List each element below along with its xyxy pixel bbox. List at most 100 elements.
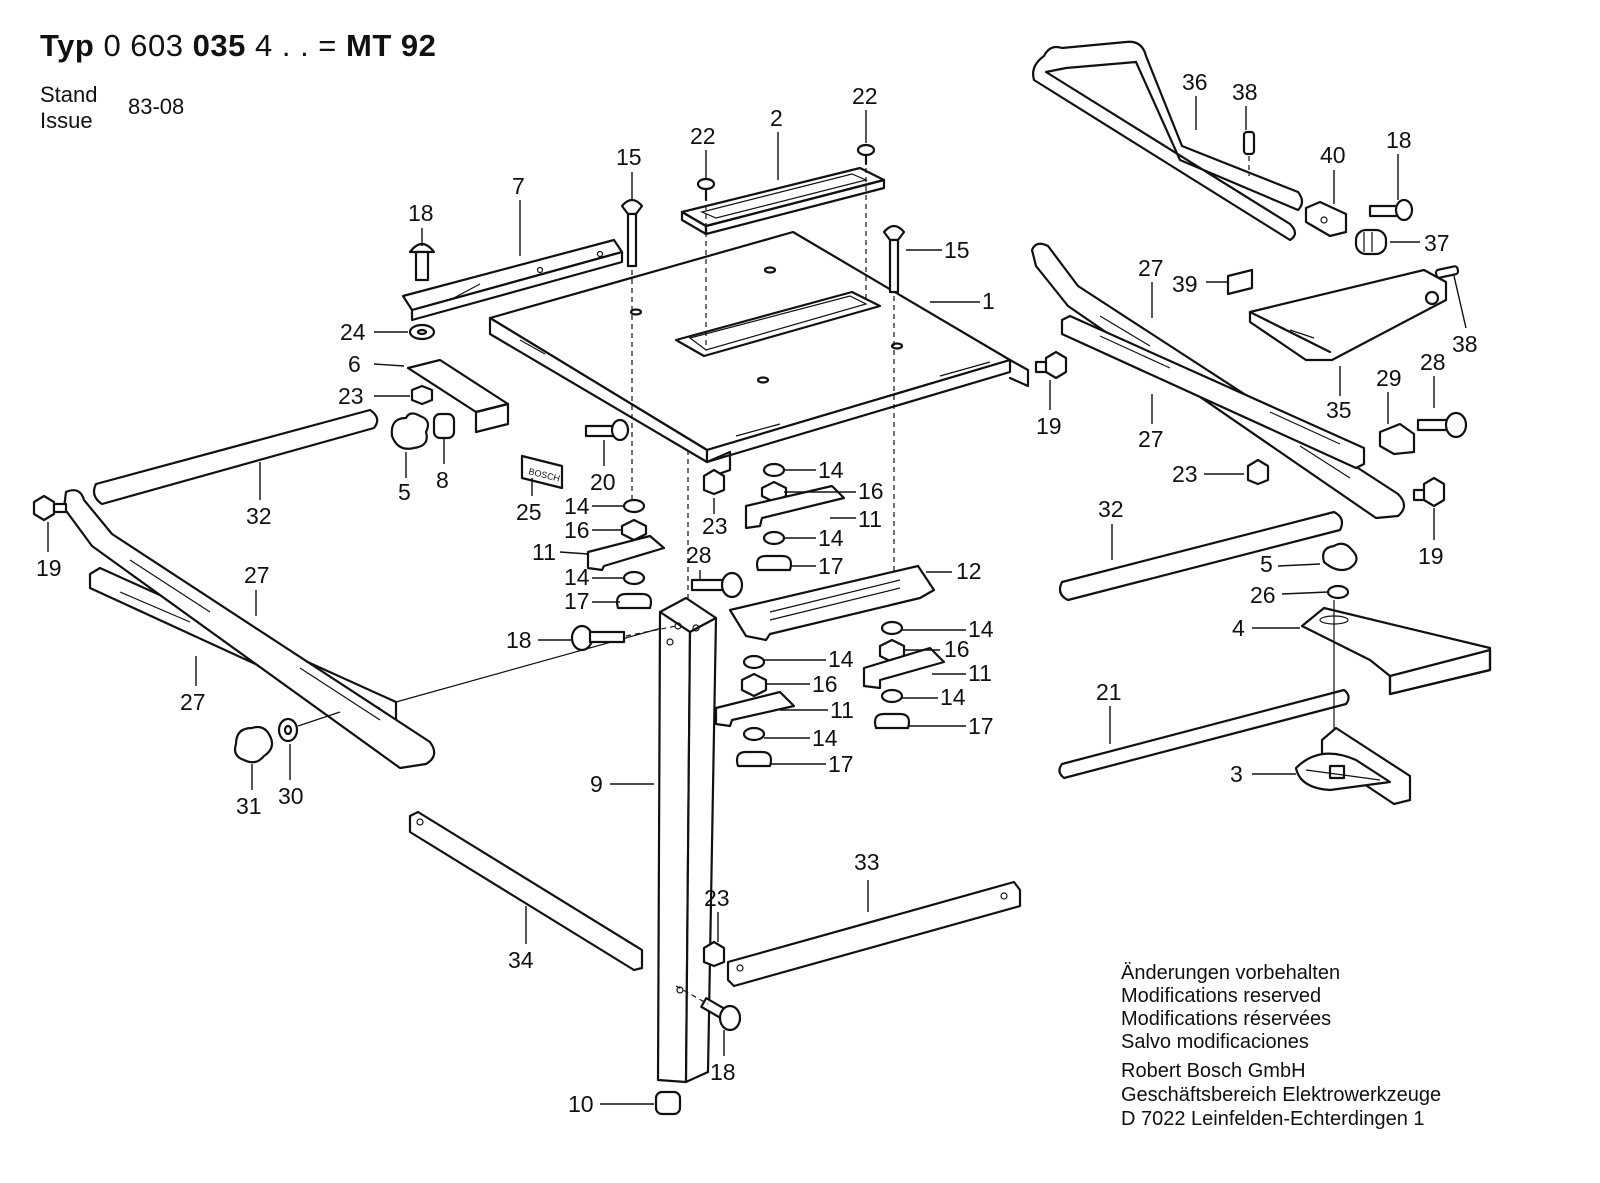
callout-16-d: 16 bbox=[812, 671, 838, 697]
bolt-18-center bbox=[570, 624, 626, 652]
washer-14-c2 bbox=[762, 530, 786, 546]
callout-15-a: 15 bbox=[616, 144, 642, 170]
type-header: Typ 0 603 035 4 . . = MT 92 bbox=[40, 28, 436, 64]
callout-21: 21 bbox=[1096, 679, 1122, 705]
callout-19-b: 19 bbox=[1036, 413, 1062, 439]
callout-6: 6 bbox=[348, 351, 361, 377]
callout-labels: 1 2 3 4 5 5 6 7 8 9 10 11 11 11 11 12 14… bbox=[36, 69, 1478, 1117]
protractor-3 bbox=[1294, 726, 1412, 806]
callout-16-b: 16 bbox=[564, 517, 590, 543]
note-fr: Modifications réservées bbox=[1121, 1008, 1332, 1030]
pin-38-top bbox=[1242, 130, 1256, 156]
typ-number-a: 0 603 bbox=[103, 28, 184, 63]
clamp-11-l1 bbox=[586, 534, 666, 572]
nut-23-left bbox=[410, 384, 434, 406]
callout-18-d: 18 bbox=[710, 1059, 736, 1085]
callout-32-b: 32 bbox=[1098, 496, 1124, 522]
callout-23-d: 23 bbox=[704, 885, 730, 911]
washer-14-c1 bbox=[762, 462, 786, 478]
tube-32-right bbox=[1058, 510, 1344, 602]
brace-34 bbox=[408, 810, 644, 972]
bolt-20 bbox=[584, 418, 630, 442]
knob-31 bbox=[233, 725, 274, 764]
callout-24: 24 bbox=[340, 319, 366, 345]
rail-27-right-front bbox=[1060, 314, 1366, 470]
screw-19-right bbox=[1412, 476, 1446, 508]
table-top bbox=[488, 230, 1030, 480]
callout-11-c: 11 bbox=[968, 660, 992, 686]
note-de: Änderungen vorbehalten bbox=[1121, 962, 1341, 984]
callout-16-c: 16 bbox=[944, 636, 970, 662]
washer-26 bbox=[1326, 584, 1350, 600]
screw-18-fence bbox=[1368, 198, 1414, 222]
washer-14-r1 bbox=[880, 620, 904, 636]
model-name: MT 92 bbox=[346, 28, 437, 63]
callout-26: 26 bbox=[1250, 582, 1276, 608]
callout-36: 36 bbox=[1182, 69, 1208, 95]
callout-27-d: 27 bbox=[180, 689, 206, 715]
callout-25: 25 bbox=[516, 499, 542, 525]
callout-8: 8 bbox=[436, 467, 449, 493]
modification-notes: Änderungen vorbehalten Modifications res… bbox=[1121, 962, 1340, 1054]
rod-21 bbox=[1058, 688, 1350, 780]
callout-14-h: 14 bbox=[812, 725, 838, 751]
decal-25: BOSCH bbox=[520, 454, 564, 490]
clip-29 bbox=[1378, 422, 1416, 456]
callout-31: 31 bbox=[236, 793, 262, 819]
typ-suffix: 4 . . = bbox=[255, 28, 337, 63]
leader-lines bbox=[47, 96, 1467, 1105]
nut-16-l1 bbox=[620, 518, 648, 542]
callout-3: 3 bbox=[1230, 761, 1243, 787]
callout-40: 40 bbox=[1320, 142, 1346, 168]
screw-19-right-top bbox=[1034, 350, 1068, 380]
screw-19-left bbox=[32, 494, 68, 522]
callout-16-a: 16 bbox=[858, 478, 884, 504]
callout-14-g: 14 bbox=[940, 684, 966, 710]
clamp-11-b1 bbox=[714, 690, 796, 728]
callout-12: 12 bbox=[956, 558, 982, 584]
nut-23-center bbox=[702, 468, 726, 496]
callout-22-a: 22 bbox=[690, 123, 716, 149]
callout-9: 9 bbox=[590, 771, 603, 797]
callout-18-c: 18 bbox=[1386, 127, 1412, 153]
callout-22-b: 22 bbox=[852, 83, 878, 109]
address-company: Robert Bosch GmbH bbox=[1121, 1060, 1306, 1082]
callout-10: 10 bbox=[568, 1091, 594, 1117]
callout-28-a: 28 bbox=[686, 542, 712, 568]
rack-12 bbox=[728, 564, 936, 642]
callout-19-a: 19 bbox=[36, 555, 62, 581]
clamp-11-c1 bbox=[744, 484, 846, 530]
knob-5-left bbox=[390, 412, 430, 450]
screw-22-right bbox=[856, 143, 876, 166]
address-city: D 7022 Leinfelden-Echterdingen 1 bbox=[1121, 1108, 1425, 1130]
callout-23-a: 23 bbox=[338, 383, 364, 409]
callout-17-b: 17 bbox=[564, 588, 590, 614]
callout-17-d: 17 bbox=[828, 751, 854, 777]
manufacturer-address: Robert Bosch GmbH Geschäftsbereich Elekt… bbox=[1121, 1059, 1441, 1131]
brace-33 bbox=[726, 880, 1022, 988]
issue-label: Issue bbox=[40, 108, 93, 133]
mitre-bar-4 bbox=[1300, 606, 1492, 696]
bracket-6 bbox=[406, 358, 510, 434]
washer-14-b2 bbox=[742, 726, 766, 742]
callout-30: 30 bbox=[278, 783, 304, 809]
pin-38-right bbox=[1434, 265, 1460, 279]
callout-7: 7 bbox=[512, 173, 525, 199]
callout-14-f: 14 bbox=[828, 646, 854, 672]
callout-14-a: 14 bbox=[818, 457, 844, 483]
bolt-15-left bbox=[620, 198, 644, 268]
callout-35: 35 bbox=[1326, 397, 1352, 423]
washer-30 bbox=[277, 717, 299, 743]
callout-23-b: 23 bbox=[702, 513, 728, 539]
callout-38-a: 38 bbox=[1232, 79, 1258, 105]
address-division: Geschäftsbereich Elektrowerkzeuge bbox=[1121, 1084, 1442, 1106]
callout-11-d: 11 bbox=[830, 697, 854, 723]
washer-14-r2 bbox=[880, 688, 904, 704]
callout-4: 4 bbox=[1232, 615, 1245, 641]
wingnut-17-b1 bbox=[735, 750, 773, 768]
fence-guide-35 bbox=[1248, 268, 1448, 362]
foot-10 bbox=[654, 1090, 682, 1116]
washer-14-b1 bbox=[742, 654, 766, 670]
wingnut-17-l1 bbox=[615, 592, 653, 610]
